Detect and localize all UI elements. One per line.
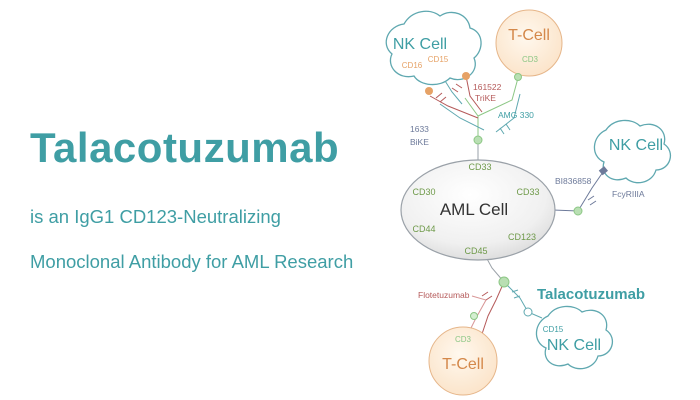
teal-node-icon <box>523 307 533 317</box>
trike-label: TriKE <box>475 93 496 103</box>
fab-icon <box>451 83 463 93</box>
cd123-marker: CD123 <box>508 232 536 242</box>
cd45-marker: CD45 <box>464 246 487 256</box>
green-node-icon <box>514 73 522 81</box>
t-cell-bottom-body <box>428 326 498 396</box>
cd30-marker: CD30 <box>412 187 435 197</box>
bi836858-label: BI836858 <box>555 176 592 186</box>
page-title: Talacotuzumab <box>30 124 340 171</box>
nk-cell-top: NK Cell CD16 CD15 <box>385 10 482 86</box>
t-cell-top: T-Cell CD3 <box>495 9 563 77</box>
bike-id-label: 1633 <box>410 124 429 134</box>
cd15-label: CD15 <box>428 55 449 64</box>
cd15-bottom-label: CD15 <box>543 325 564 334</box>
nk-cell-right-body <box>593 119 672 184</box>
nk-cell-bottom-body <box>535 305 614 370</box>
fab-icon <box>587 195 597 206</box>
green-node-icon <box>498 276 510 288</box>
fcyriiia-label: FcyRIIIA <box>612 189 645 199</box>
orange-node-icon <box>462 72 470 80</box>
cd33-top-marker: CD33 <box>468 162 491 172</box>
bottom-antibody-constructs: Flotetuzumab Talacotuzumab <box>418 276 645 320</box>
green-node-icon <box>573 206 583 216</box>
t-cell-bottom-label: T-Cell <box>442 356 484 373</box>
cd3-bottom-label: CD3 <box>455 335 472 344</box>
nk-cell-right-label: NK Cell <box>609 137 663 154</box>
cd33-right-marker: CD33 <box>516 187 539 197</box>
aml-cell: AML Cell CD33 CD30 CD33 CD44 CD123 CD45 <box>400 159 556 261</box>
t-cell-bottom: CD3 T-Cell <box>428 326 498 396</box>
t-cell-top-label: T-Cell <box>508 27 550 44</box>
receptor-icon <box>598 166 608 176</box>
aml-cell-label: AML Cell <box>440 200 508 219</box>
fab-icon <box>511 289 521 299</box>
fab-icon <box>499 123 511 135</box>
fab-icon <box>435 92 447 103</box>
talacotuzumab-diagram-label: Talacotuzumab <box>537 286 645 303</box>
nk-cell-bottom-label: NK Cell <box>547 337 601 354</box>
nk-cell-top-label: NK Cell <box>393 36 447 53</box>
t-cell-top-body <box>495 9 563 77</box>
green-node-icon <box>470 312 478 320</box>
nk-cell-right: NK Cell FcyRIIIA BI836858 <box>555 119 672 216</box>
subtitle-line-1: is an IgG1 CD123-Neutralizing <box>30 206 281 227</box>
cd3-top-label: CD3 <box>522 55 539 64</box>
subtitle-line-2: Monoclonal Antibody for AML Research <box>30 251 354 272</box>
fab-icon <box>481 291 493 301</box>
aml-cell-body <box>400 159 556 261</box>
green-node-icon <box>473 135 483 145</box>
amg-330-label: AMG 330 <box>498 110 534 120</box>
bike-label: BiKE <box>410 137 429 147</box>
top-antibody-constructs: 161522 TriKE AMG 330 1633 BiKE <box>410 72 534 147</box>
cd16-label: CD16 <box>402 61 423 70</box>
flotetuzumab-label: Flotetuzumab <box>418 290 470 300</box>
trike-id-label: 161522 <box>473 82 502 92</box>
cd44-marker: CD44 <box>412 224 435 234</box>
orange-node-icon <box>425 87 433 95</box>
nk-cell-bottom: NK Cell CD15 <box>535 305 614 370</box>
